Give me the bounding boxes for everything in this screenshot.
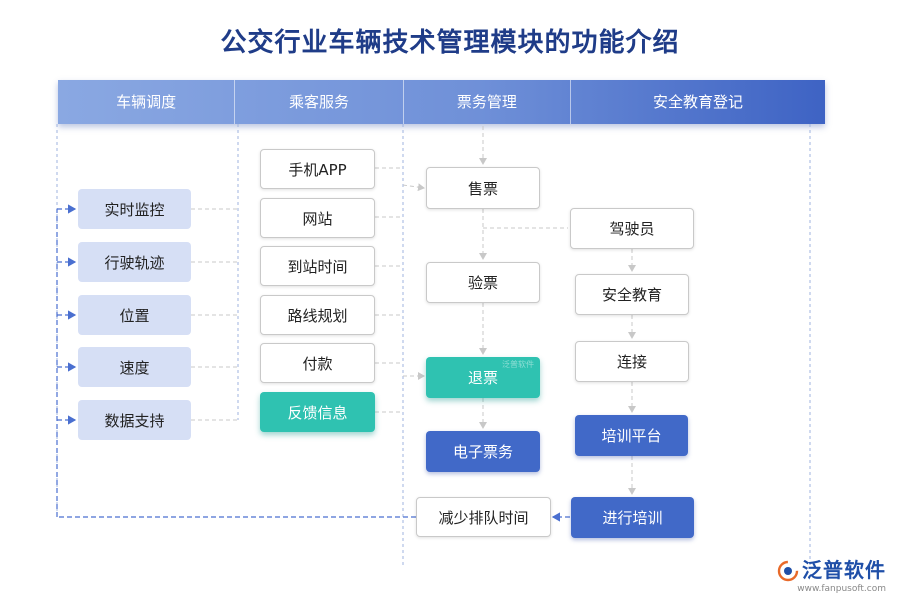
node-ticket-refund-label: 退票 (467, 369, 498, 387)
node-safety-education: 安全教育 (575, 274, 689, 315)
node-data-support: 数据支持 (78, 400, 191, 440)
node-ticket-check: 验票 (426, 262, 540, 303)
node-ticket-sales: 售票 (426, 167, 540, 209)
header-safety-education: 安全教育登记 (652, 93, 743, 111)
node-arrival-time: 到站时间 (260, 246, 375, 286)
header-ticket-management: 票务管理 (404, 80, 571, 124)
node-ticket-refund: 泛普软件 退票 (426, 357, 540, 398)
logo-mark-icon (777, 560, 799, 586)
node-connection: 连接 (575, 341, 689, 382)
brand-logo: 泛普软件 www.fanpusoft.com (777, 554, 886, 594)
node-mobile-app: 手机APP (260, 149, 375, 189)
node-speed: 速度 (78, 347, 191, 387)
logo-url: www.fanpusoft.com (797, 583, 886, 594)
service-to-ticket-links (375, 167, 425, 413)
node-position: 位置 (78, 295, 191, 335)
node-driver: 驾驶员 (570, 208, 694, 249)
node-payment: 付款 (260, 343, 375, 383)
node-conduct-training: 进行培训 (571, 497, 694, 538)
watermark-text: 泛普软件 (502, 360, 534, 369)
ticket-flow-links (479, 126, 568, 429)
header-passenger-service: 乘客服务 (235, 80, 404, 124)
node-realtime-monitoring: 实时监控 (78, 189, 191, 229)
node-website: 网站 (260, 198, 375, 238)
logo-name: 泛普软件 (802, 558, 886, 582)
node-training-platform: 培训平台 (575, 415, 688, 456)
node-electronic-ticketing: 电子票务 (426, 431, 540, 472)
node-feedback-info: 反馈信息 (260, 392, 375, 432)
node-route-planning: 路线规划 (260, 295, 375, 335)
header-vehicle-dispatch: 车辆调度 (58, 80, 236, 124)
node-driving-track: 行驶轨迹 (78, 242, 191, 282)
category-header-bar: 车辆调度 乘客服务 票务管理 安全教育登记 (58, 80, 825, 124)
page-title: 公交行业车辆技术管理模块的功能介绍 (220, 28, 680, 58)
feedback-loop-links (56, 204, 570, 522)
node-reduce-queue-time: 减少排队时间 (416, 497, 551, 537)
left-to-service-links (191, 208, 238, 421)
